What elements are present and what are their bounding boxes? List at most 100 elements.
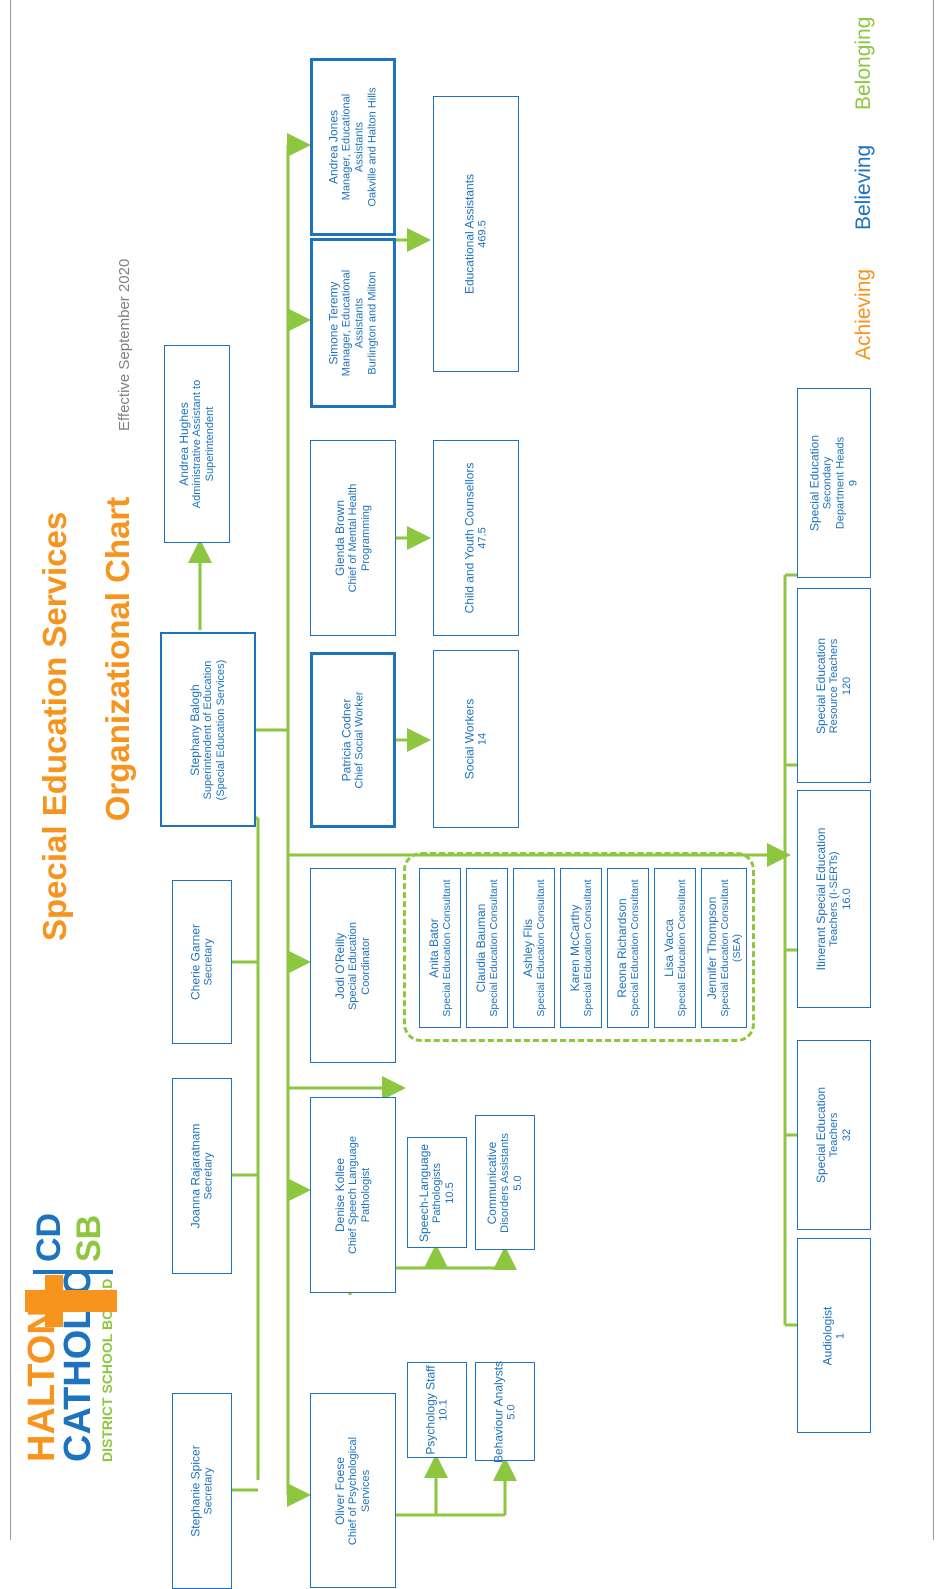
isert-count: 16.0 <box>841 888 853 910</box>
logo-sb: SB <box>70 1214 108 1262</box>
ea-manager-box[interactable]: Simone Teremy Manager, Educational Assis… <box>310 238 396 408</box>
logo-halton: HALTON <box>21 1307 63 1462</box>
simone-role-3: Burlington and Milton <box>366 271 379 375</box>
set-count: 32 <box>841 1128 853 1142</box>
coordinator-box[interactable]: Jodi O'Reilly Special Education Coordina… <box>310 868 396 1063</box>
page-frame <box>10 0 934 1540</box>
superintendent-name: Stephany Balogh <box>188 683 202 776</box>
secretary-box[interactable]: Stephanie Spicer Secretary <box>172 1393 232 1589</box>
cyc-name: Child and Youth Counsellors <box>462 462 477 614</box>
jodi-name: Jodi O'Reilly <box>333 932 347 999</box>
simone-name: Simone Teremy <box>326 281 341 365</box>
ea-name: Educational Assistants <box>462 173 477 295</box>
consultant-role: Special Education Consultant <box>535 879 547 1017</box>
consultant-role: Special Education Consultant <box>582 879 594 1017</box>
heads-label: Special Education <box>807 434 822 532</box>
tagline-believing: Believing <box>852 144 875 230</box>
slp-name: Speech-Language <box>417 1143 431 1242</box>
chief-mental-health-box[interactable]: Glenda Brown Chief of Mental Health Prog… <box>310 440 396 636</box>
team-behaviour-box[interactable]: Behaviour Analysts 5.0 <box>475 1360 535 1463</box>
psych-count: 10.1 <box>437 1399 450 1421</box>
consultant-role: Special Education Consultant <box>488 879 500 1017</box>
simone-role: Manager, Educational <box>340 269 353 377</box>
chart-title-line1: Special Education Services <box>36 511 73 941</box>
denise-name: Denise Kollee <box>333 1157 347 1233</box>
admin-name: Andrea Hughes <box>177 402 191 486</box>
psych-name: Psychology Staff <box>423 1365 438 1455</box>
superintendent-role: Superintendent of Education <box>202 660 214 799</box>
behaviour-name: Behaviour Analysts <box>491 1360 506 1463</box>
denise-role: Chief Speech Language <box>347 1135 359 1255</box>
secretary-box[interactable]: Cherie Garner Secretary <box>172 880 232 1044</box>
set-label: Special Education <box>814 1086 828 1184</box>
denise-role-2: Pathologist <box>360 1167 372 1223</box>
team-psychology-box[interactable]: Psychology Staff 10.1 <box>407 1362 467 1458</box>
chief-slp-box[interactable]: Denise Kollee Chief Speech Language Path… <box>310 1097 396 1293</box>
andrea-jones-name: Andrea Jones <box>326 109 341 185</box>
admin-assistant-box[interactable]: Andrea Hughes Administrative Assistant t… <box>164 345 230 543</box>
chief-social-box[interactable]: Patricia Codner Chief Social Worker <box>310 652 396 828</box>
glenda-role-2: Programming <box>360 504 372 572</box>
ea-count: 469.5 <box>476 220 489 248</box>
jodi-role: Special Education <box>347 921 359 1010</box>
consultant-name: Lisa Vacca <box>662 919 676 977</box>
glenda-name: Glenda Brown <box>333 499 347 577</box>
team-social-box[interactable]: Social Workers 14 <box>433 650 519 828</box>
sert-label-2: Resource Teachers <box>828 638 840 733</box>
secretary-role: Secretary <box>202 938 215 986</box>
andrea-jones-role-3: Oakville and Halton Hills <box>366 87 379 207</box>
effective-date: Effective September 2020 <box>116 258 133 431</box>
tagline-belonging: Belonging <box>852 16 875 110</box>
simone-role-2: Assistants <box>353 297 366 349</box>
team-slp-box[interactable]: Speech-Language Pathologists 10.5 <box>407 1137 467 1248</box>
consultants-group <box>403 852 755 1042</box>
logo-divider <box>33 1270 113 1274</box>
slp-name-2: Pathologists <box>431 1162 443 1223</box>
consultant-name: Ashley Flis <box>521 918 535 978</box>
patricia-role: Chief Social Worker <box>353 691 366 789</box>
cda-count: 5.0 <box>512 1174 524 1191</box>
oliver-role-2: Services <box>360 1469 372 1512</box>
secretary-name: Cherie Garner <box>188 923 203 1001</box>
consultant-role: Special Education Consultant <box>441 879 453 1017</box>
tagline-achieving: Achieving <box>852 268 875 360</box>
isert-label-2: Teachers (I-SERTs) <box>828 851 840 947</box>
team-cda-box[interactable]: Communicative Disorders Assistants 5.0 <box>475 1115 535 1250</box>
logo-cd: CD <box>30 1212 68 1262</box>
board-logo: HALTON CATHOLIC DISTRICT SCHOOL BOARD CD… <box>21 1202 127 1462</box>
secretary-name: Stephanie Spicer <box>188 1445 203 1537</box>
consultant-role-2: (SEA) <box>731 933 743 963</box>
consultant-role: Special Education Consultant <box>629 879 641 1017</box>
consultant-role: Special Education Consultant <box>676 879 688 1017</box>
ea-manager-box[interactable]: Andrea Jones Manager, Educational Assist… <box>310 58 396 236</box>
social-name: Social Workers <box>462 698 477 780</box>
patricia-name: Patricia Codner <box>339 698 354 782</box>
team-cyc-box[interactable]: Child and Youth Counsellors 47.5 <box>433 440 519 636</box>
andrea-jones-role: Manager, Educational <box>340 93 353 201</box>
logo-cross-bar <box>45 1275 63 1327</box>
consultant-role: Special Education Consultant <box>719 879 731 1017</box>
chart-title-line2: Organizational Chart <box>99 496 136 822</box>
andrea-jones-role-2: Assistants <box>353 121 366 173</box>
secretary-box[interactable]: Joanna Rajaratnam Secretary <box>172 1078 232 1274</box>
team-ea-box[interactable]: Educational Assistants 469.5 <box>433 96 519 372</box>
chief-psych-box[interactable]: Oliver Foese Chief of Psychological Serv… <box>310 1393 396 1588</box>
consultant-name: Claudia Bauman <box>474 903 488 993</box>
secretary-name: Joanna Rajaratnam <box>188 1123 203 1229</box>
isert-label: Itinerant Special Education <box>814 827 828 971</box>
superintendent-role-2: (Special Education Services) <box>215 659 227 800</box>
sert-count: 120 <box>841 676 853 695</box>
superintendent-box[interactable]: Stephany Balogh Superintendent of Educat… <box>160 632 256 827</box>
